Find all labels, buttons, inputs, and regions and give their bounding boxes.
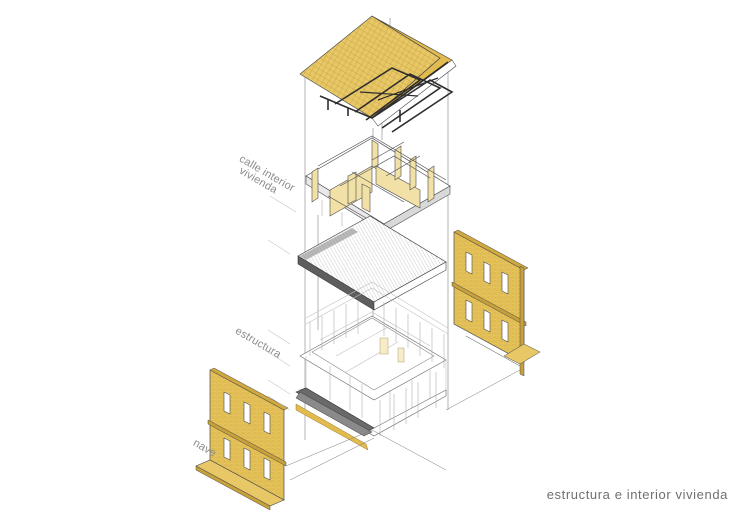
roof	[299, 15, 457, 133]
ground-outline	[285, 369, 521, 481]
interior-partitions	[305, 135, 451, 233]
structure-frame	[299, 281, 449, 437]
roof-trusses	[319, 61, 454, 133]
floor-slab	[297, 215, 447, 311]
right-facade	[451, 229, 541, 377]
left-facade	[195, 367, 289, 511]
label-leaders	[267, 195, 297, 411]
drawing-caption: estructura e interior vivienda	[546, 487, 728, 502]
right-facade-windows	[465, 251, 509, 343]
left-facade-windows	[223, 391, 271, 481]
ground-slab	[295, 387, 375, 451]
